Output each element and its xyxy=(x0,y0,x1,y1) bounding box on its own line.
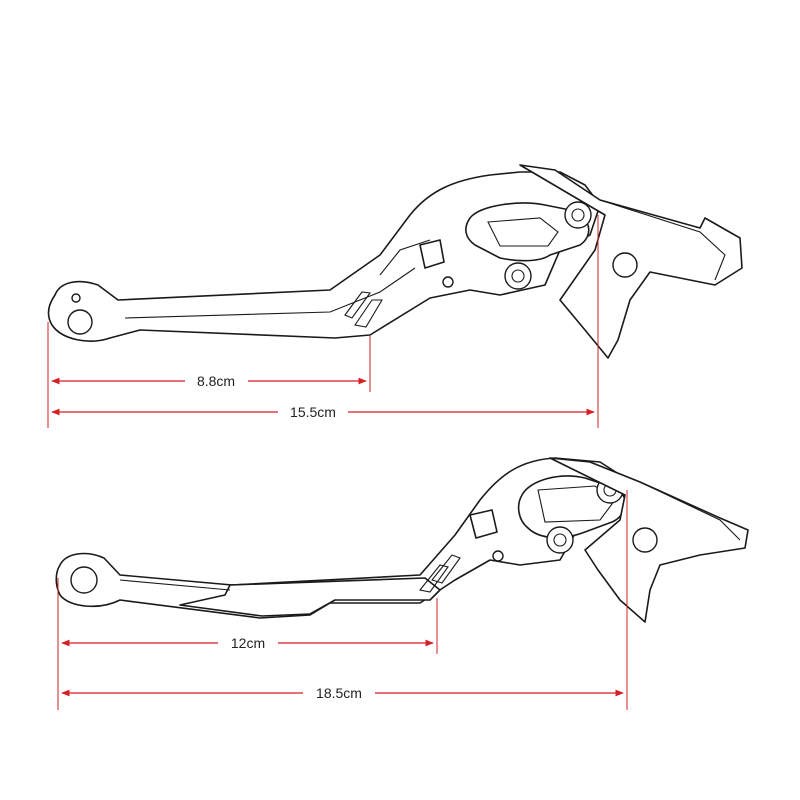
mount-hole xyxy=(612,252,638,278)
lever-end-hole xyxy=(67,309,93,335)
lever-end-hole-long xyxy=(70,566,98,594)
dim-label-12: 12cm xyxy=(231,635,265,651)
long-lever-drawing xyxy=(55,457,749,623)
mount-hole-long xyxy=(632,527,658,553)
dim-label-15-5: 15.5cm xyxy=(290,404,336,420)
pivot-bolt-lower-long xyxy=(546,526,574,554)
pivot-bolt-lower xyxy=(504,262,532,290)
dim-label-8-8: 8.8cm xyxy=(197,373,235,389)
dim-label-18-5: 18.5cm xyxy=(316,685,362,701)
pivot-bolt-upper xyxy=(564,201,592,229)
short-lever-drawing xyxy=(47,164,743,359)
